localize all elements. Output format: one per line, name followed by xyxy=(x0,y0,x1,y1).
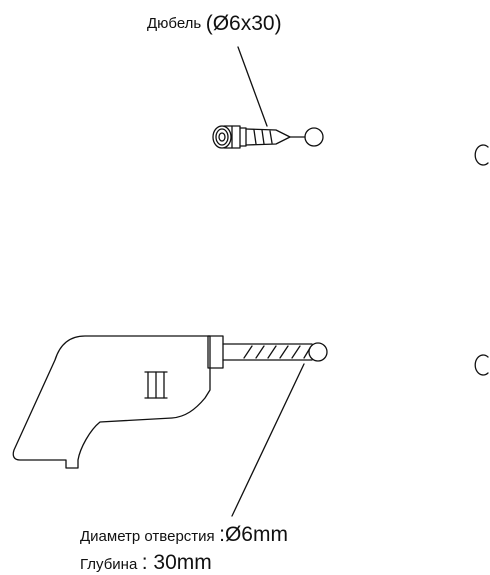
hole-diameter-label: Диаметр отверстия :Ø6mm xyxy=(80,524,288,545)
hole-diameter-value: :Ø6mm xyxy=(219,523,288,546)
dowel-leader-line xyxy=(237,46,268,127)
dowel-label: Дюбель (Ø6x30) xyxy=(147,13,282,34)
drill-icon xyxy=(12,335,224,469)
dowel-label-text: Дюбель xyxy=(147,15,202,32)
dowel-size: (Ø6x30) xyxy=(205,12,282,35)
wall-hole-icon xyxy=(304,127,324,147)
drill-bit-icon xyxy=(222,342,328,362)
hole-depth-value: : 30mm xyxy=(141,551,212,574)
right-edge-mark-top xyxy=(474,144,489,166)
hole-depth-text: Глубина xyxy=(80,556,138,573)
hole-depth-label: Глубина : 30mm xyxy=(80,552,212,573)
dowel-icon xyxy=(212,125,306,149)
hole-leader-line xyxy=(231,363,305,517)
right-edge-mark-bottom xyxy=(474,354,489,376)
hole-diameter-text: Диаметр отверстия xyxy=(80,528,215,545)
